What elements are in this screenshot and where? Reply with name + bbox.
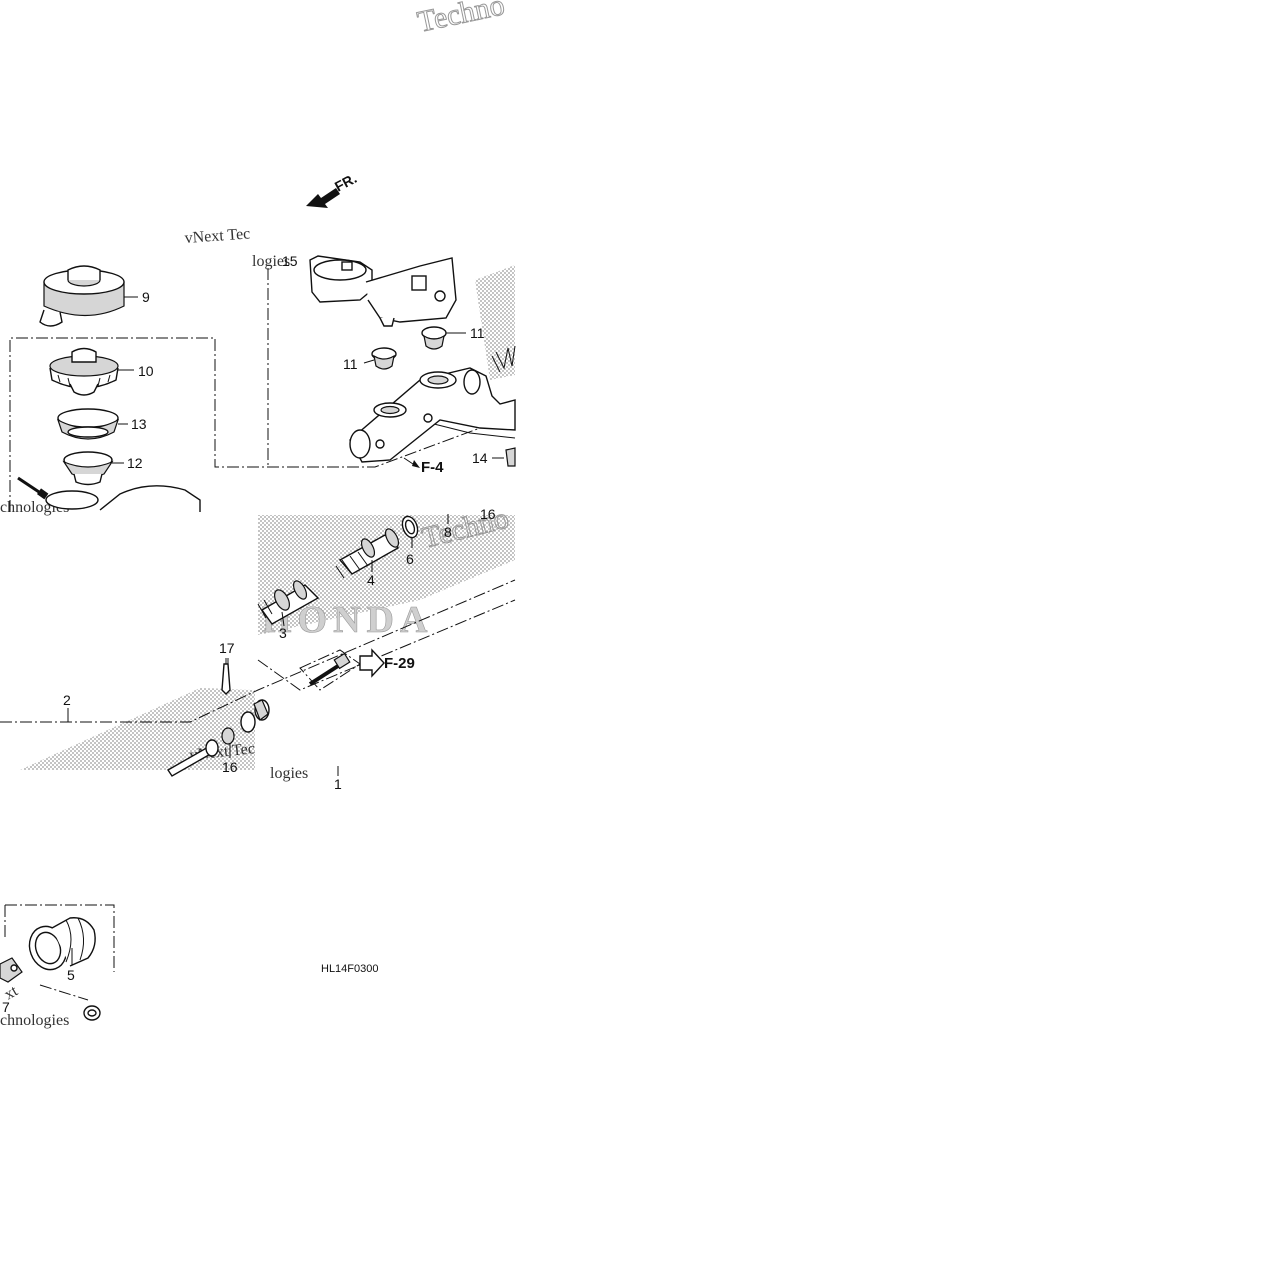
reference-labels: F-4 F-29 [384,457,444,672]
callout-15: 15 [282,253,298,269]
honda-logo-halftone-mid [258,515,515,635]
bleeder-screw [505,447,516,467]
callout-11-lower: 11 [343,356,358,372]
callout-9: 9 [142,289,150,305]
callout-13: 13 [131,416,147,432]
master-cylinder-body [349,367,516,463]
reservoir-tank [45,485,201,512]
grommet-lower [371,347,397,370]
callout-5: 5 [67,967,75,983]
grommet-upper [421,326,447,350]
mounting-bolt [299,649,361,691]
watermark-logies-2: logies [270,765,308,782]
callout-4: 4 [367,572,375,588]
watermark-vnext-2: vNext Tec [189,740,256,764]
honda-logo-halftone-left [20,688,255,770]
watermark-techno-top: Techno [415,0,508,39]
honda-logo-halftone-right [475,265,515,380]
clip-washer [83,1005,101,1021]
spring-right [491,345,516,373]
callout-7: 7 [2,999,10,1015]
ref-f29: F-29 [384,655,415,672]
push-rod-boot [28,917,96,971]
primary-piston [257,580,320,625]
o-ring [401,515,419,539]
master-cylinder-upper [309,255,457,327]
diagram-code: HL14F0300 [321,963,379,975]
secondary-piston [335,528,400,579]
callout-2: 2 [63,692,71,708]
push-rod-assembly [167,699,270,777]
reservoir-seal [62,451,114,486]
callout-labels: 9 10 13 12 11 11 14 15 6 4 8 16 3 17 2 1… [2,253,496,1015]
honda-wordmark: HONDA [262,599,433,641]
watermark-vnext-1: vNext Tec [184,225,251,247]
callout-12: 12 [127,455,143,471]
clevis-joint [0,957,23,983]
ref-f4: F-4 [421,459,444,476]
callout-8: 8 [444,524,452,540]
callout-16-upper: 16 [480,506,496,522]
callout-11-upper: 11 [470,325,485,341]
cotter-pin [221,658,231,695]
reservoir-diaphragm [56,408,120,440]
f29-arrow [359,648,385,678]
callout-16: 16 [222,759,238,775]
front-direction-arrow: FR. [306,170,359,208]
reservoir-cap [39,265,125,327]
assembly-outlines [0,268,516,1001]
reservoir-screw [17,476,49,500]
watermark-logies-1: logies [252,253,290,270]
watermark-layer: Techno HONDA vNext Tec logies Techno vNe… [0,0,515,1029]
callout-3: 3 [279,625,287,641]
callout-10: 10 [138,363,154,379]
callout-17: 17 [219,640,235,656]
reservoir-filter [49,347,119,396]
watermark-technologies-bottom: chnologies [0,1012,69,1029]
callout-6: 6 [406,551,414,567]
callout-1: 1 [334,776,342,792]
callout-14: 14 [472,450,488,466]
leader-lines [67,296,504,965]
